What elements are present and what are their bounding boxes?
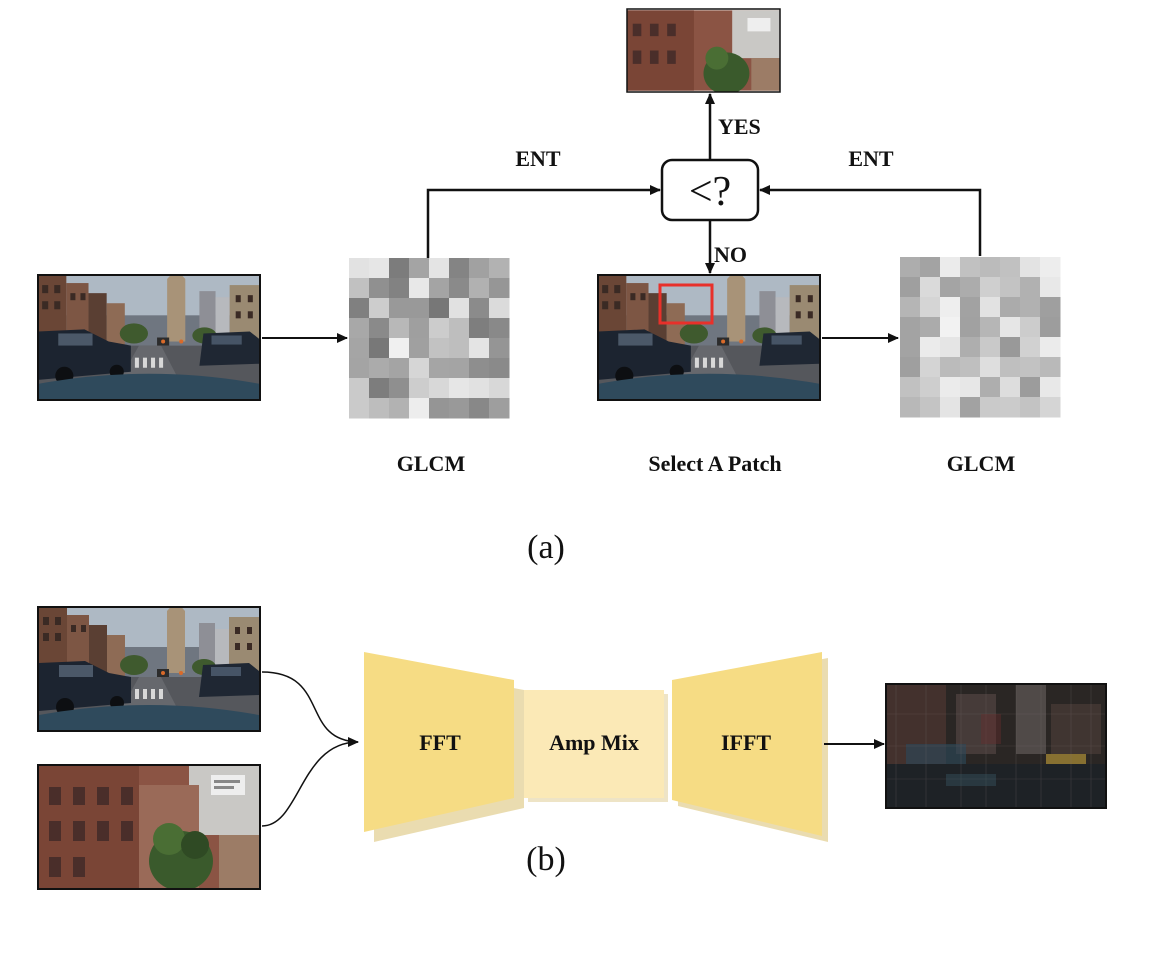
curve-from-source — [261, 671, 359, 743]
ent-right-label: ENT — [848, 146, 894, 171]
ent-right-path — [759, 185, 982, 256]
source-street-photo — [37, 606, 261, 732]
glcm-matrix-right — [900, 257, 1061, 418]
no-label: NO — [714, 242, 747, 267]
select-patch-label: Select A Patch — [648, 451, 781, 476]
decision-label: <? — [689, 169, 731, 215]
amp-mix-block: Amp Mix — [524, 690, 668, 802]
fft-label: FFT — [419, 730, 461, 755]
output-patch-photo — [626, 8, 781, 93]
glcm-matrix-left — [349, 258, 510, 419]
ent-left-path — [426, 185, 661, 258]
selected-patch-box — [658, 283, 714, 325]
decision-box: <? — [660, 158, 760, 222]
yes-label: YES — [718, 114, 761, 139]
curve-from-target — [261, 737, 359, 827]
glcm-left-label: GLCM — [397, 451, 466, 476]
ifft-block: IFFT — [672, 652, 828, 842]
ent-left-label: ENT — [515, 146, 561, 171]
ifft-label: IFFT — [721, 730, 771, 755]
input-street-photo — [37, 274, 261, 401]
select-patch-photo — [597, 274, 821, 401]
glcm-right-label: GLCM — [947, 451, 1016, 476]
caption-a: (a) — [527, 529, 565, 566]
mixed-output-photo — [885, 683, 1107, 809]
caption-b: (b) — [526, 841, 566, 878]
fft-block: FFT — [364, 652, 524, 842]
target-brick-photo — [37, 764, 261, 890]
amp-mix-label: Amp Mix — [549, 730, 639, 755]
